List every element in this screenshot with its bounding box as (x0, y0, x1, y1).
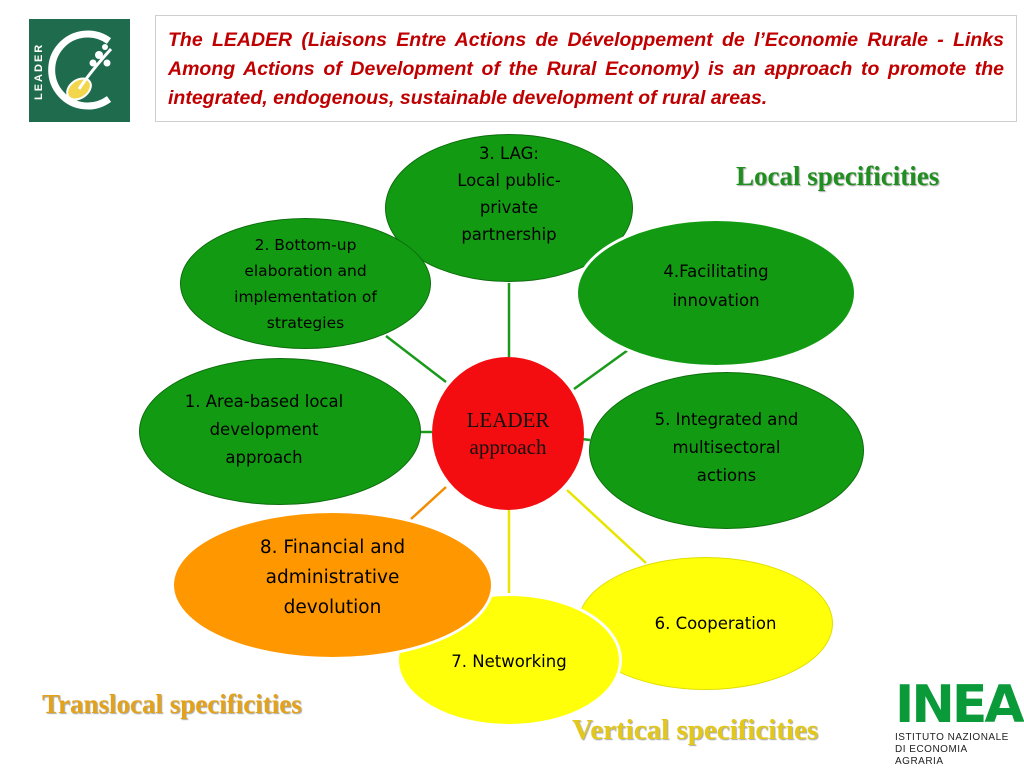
inea-line1: ISTITUTO NAZIONALE (895, 732, 1009, 743)
node-cooperation: 6. Cooperation (578, 557, 833, 690)
node-bottom-up: 2. Bottom-up elaboration and implementat… (180, 218, 431, 349)
intro-text: The LEADER (Liaisons Entre Actions de Dé… (168, 29, 1004, 109)
node-integrated: 5. Integrated and multisectoral actions (589, 372, 864, 529)
label-vertical: Vertical specificities (572, 714, 819, 746)
label-translocal: Translocal specificities (42, 689, 302, 719)
leader-logo: LEADER (29, 19, 130, 122)
node-integrated-label: 5. Integrated and multisectoral actions (654, 409, 799, 485)
node-cooperation-label: 6. Cooperation (654, 613, 777, 633)
node-financial: 8. Financial and administrative devoluti… (171, 510, 494, 660)
intro-box: The LEADER (Liaisons Entre Actions de Dé… (155, 15, 1017, 122)
inea-logo-mark: INEA (895, 675, 1024, 735)
node-lag-label: 3. LAG: Local public- private partnershi… (457, 144, 561, 244)
inea-logo: INEA ISTITUTO NAZIONALE DI ECONOMIA AGRA… (895, 675, 1024, 768)
node-lag: 3. LAG: Local public- private partnershi… (385, 134, 633, 282)
center-node: LEADER approach (432, 357, 584, 510)
connector-bottom-up (385, 335, 447, 383)
node-networking-label: 7. Networking (451, 652, 567, 671)
center-node-label: LEADER approach (466, 407, 550, 459)
node-area-based-label: 1. Area-based local development approach (184, 391, 344, 467)
node-financial-label: 8. Financial and administrative devoluti… (259, 537, 406, 618)
connector-innovation (573, 348, 629, 391)
node-innovation: 4.Facilitating innovation (575, 218, 857, 368)
node-bottom-up-label: 2. Bottom-up elaboration and implementat… (234, 235, 377, 332)
connector-cooperation (566, 489, 647, 564)
inea-line2: DI ECONOMIA AGRARIA (895, 744, 968, 767)
connector-financial (410, 486, 447, 520)
label-local: Local specificities (736, 161, 940, 191)
node-area-based: 1. Area-based local development approach (139, 358, 421, 505)
node-innovation-label: 4.Facilitating innovation (663, 262, 769, 310)
leader-emblem-icon (48, 30, 113, 110)
